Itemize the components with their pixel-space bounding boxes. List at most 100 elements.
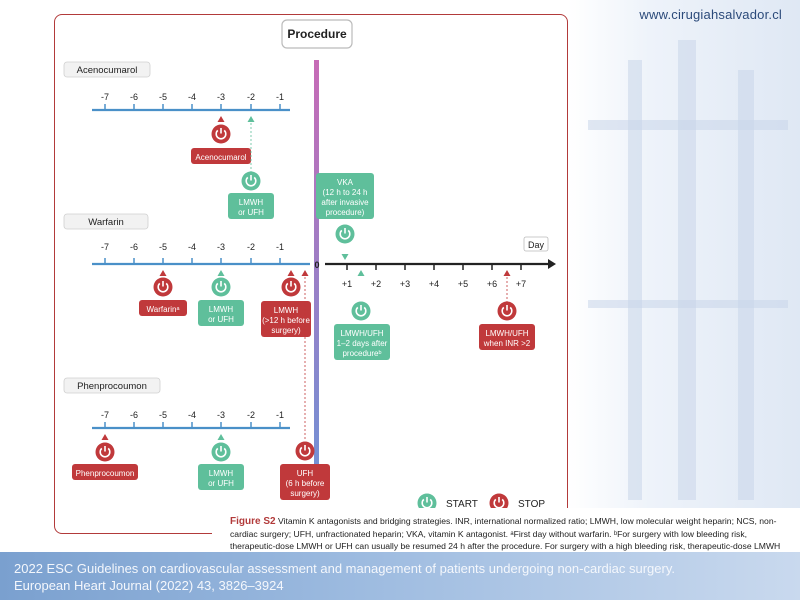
lmwh-ufh-start-marker [357,270,365,276]
phen-start-marker [217,434,225,440]
lmwh-ufh-start-text: LMWH/UFH [340,329,383,338]
acenocumarol-axis-tick-label: -6 [130,92,138,102]
warf-start-box [198,300,244,326]
acenocumarol-axis-tick-label: -4 [188,92,196,102]
ufh-stop-box [280,464,330,500]
legend-start-label: START [446,499,478,510]
warf-stop-icon-symbol [157,282,169,293]
footer-line-1: 2022 ESC Guidelines on cardiovascular as… [14,561,675,576]
warfarin-neg-tick-label: -5 [159,242,167,252]
footer-line-2: European Heart Journal (2022) 43, 3826–3… [14,578,284,593]
day-label: Day [528,240,545,250]
phen-start-icon [211,442,231,462]
warfarin-pos-tick-label: +7 [516,279,526,289]
phen-start-box [198,464,244,490]
acenocumarol-axis-tick-label: -3 [217,92,225,102]
legend-start-icon-symbol [421,498,433,509]
phenprocoumon-axis-tick-label: -1 [276,410,284,420]
phen-stop-icon-symbol [99,447,111,458]
warfarin-neg-tick-label: -1 [276,242,284,252]
day-label-box [523,236,549,252]
warfarin-axis-arrow [548,259,556,269]
section-phenprocoumon: Phenprocoumon [77,381,147,392]
aceno-stop-text: Acenocumarol [195,153,246,162]
vka-start-icon-symbol [339,229,351,240]
warf-lmwh-stop-icon [281,277,301,297]
legend-stop-label: STOP [518,499,545,510]
warf-start-icon [211,277,231,297]
lmwh-ufh-stop-icon-symbol [501,306,513,317]
acenocumarol-axis-tick-label: -7 [101,92,109,102]
warfarin-neg-tick-label: -7 [101,242,109,252]
warf-start-icon-symbol [215,282,227,293]
warf-lmwh-stop-text: LMWH [274,306,299,315]
ufh-stop-text: (6 h before [286,479,325,488]
section-phenprocoumon-box [63,377,161,394]
procedure-label: Procedure [287,27,347,41]
phen-stop-icon [95,442,115,462]
aceno-start-icon [241,171,261,191]
aceno-stop-icon [211,124,231,144]
vka-start-icon [335,224,355,244]
phen-stop-text: Phenprocoumon [76,469,135,478]
vka-start-text: VKA [337,178,354,187]
section-warfarin: Warfarin [88,217,124,228]
phen-start-text: LMWH [209,469,234,478]
lmwh-ufh-stop-icon [497,301,517,321]
warf-start-text: LMWH [209,305,234,314]
warfarin-neg-tick-label: -6 [130,242,138,252]
section-acenocumarol: Acenocumarol [77,65,138,76]
ufh-stop-text: surgery) [290,489,320,498]
aceno-stop-icon-symbol [215,129,227,140]
caption-label: Figure S2 [230,516,276,527]
warfarin-pos-tick-label: +4 [429,279,439,289]
warf-stop-box [139,300,187,316]
warf-start-text: or UFH [208,315,234,324]
phenprocoumon-axis-tick-label: -7 [101,410,109,420]
warf-lmwh-stop-text: (>12 h before [262,316,310,325]
phenprocoumon-axis-tick-label: -2 [247,410,255,420]
warfarin-pos-tick-label: +5 [458,279,468,289]
footer-citation: 2022 ESC Guidelines on cardiovascular as… [0,552,800,600]
phenprocoumon-axis-tick-label: -6 [130,410,138,420]
legend-stop-icon [489,493,509,513]
ufh-stop-icon [295,441,315,461]
lmwh-ufh-start-icon-symbol [355,306,367,317]
lmwh-ufh-stop-text: when INR >2 [483,339,531,348]
warfarin-neg-tick-label: -4 [188,242,196,252]
warfarin-pos-tick-label: +3 [400,279,410,289]
phen-start-text: or UFH [208,479,234,488]
aceno-stop-marker [217,116,225,122]
acenocumarol-axis-tick-label: -1 [276,92,284,102]
warfarin-pos-tick-label: +1 [342,279,352,289]
phenprocoumon-axis-tick-label: -4 [188,410,196,420]
warfarin-neg-tick-label: -3 [217,242,225,252]
legend-start-icon [417,493,437,513]
warf-lmwh-stop-marker [287,270,295,276]
background-photo [568,0,800,600]
lmwh-ufh-stop-box [479,324,535,350]
warfarin-neg-tick-label: -2 [247,242,255,252]
vka-start-marker [341,254,349,260]
aceno-start-icon-symbol [245,176,257,187]
warf-stop-text: Warfarinᵃ [147,305,181,314]
phen-stop-box [72,464,138,480]
vka-bridging-diagram: ProcedureAcenocumarolWarfarinPhenprocoum… [63,19,556,513]
warf-start-marker [217,270,225,276]
site-url: www.cirugiahsalvador.cl [639,7,782,22]
section-acenocumarol-box [63,61,151,78]
phen-start-icon-symbol [215,447,227,458]
warf-lmwh-stop-box [261,301,311,337]
legend-stop-icon-symbol [493,498,505,509]
ufh-stop-top-marker [301,270,309,276]
aceno-start-text: LMWH [239,198,264,207]
acenocumarol-axis-tick-label: -2 [247,92,255,102]
phen-stop-marker [101,434,109,440]
ufh-stop-text: UFH [297,469,314,478]
warf-stop-marker [159,270,167,276]
vka-start-text: procedure) [326,208,365,217]
warf-lmwh-stop-icon-symbol [285,282,297,293]
vka-start-text: after invasive [321,198,369,207]
warf-lmwh-stop-text: surgery) [271,326,301,335]
phenprocoumon-axis-tick-label: -5 [159,410,167,420]
